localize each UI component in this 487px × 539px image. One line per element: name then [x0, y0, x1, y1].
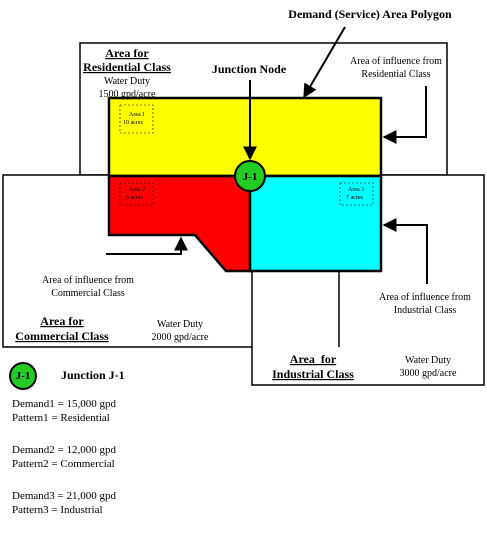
industrial-heading-2: Industrial Class — [272, 367, 354, 381]
demand1-text: Demand1 = 15,000 gpd — [12, 398, 116, 410]
area-2-size: 6 acres — [126, 195, 143, 201]
residential-influence-1: Area of influence from — [350, 56, 442, 67]
pattern1-text: Pattern1 = Residential — [12, 412, 110, 424]
legend-junction-icon: J-1 — [9, 362, 37, 390]
residential-influence-arrow — [382, 86, 427, 144]
pattern3-text: Pattern3 = Industrial — [12, 504, 103, 516]
residential-duty-1: Water Duty — [104, 76, 150, 87]
residential-heading-2: Residential Class — [83, 60, 171, 74]
area-3-name: Area 3 — [348, 187, 364, 193]
commercial-heading-1: Area for — [40, 314, 84, 328]
commercial-heading-2: Commercial Class — [15, 329, 109, 343]
pattern2-text: Pattern2 = Commercial — [12, 458, 115, 470]
industrial-influence-2: Industrial Class — [394, 305, 457, 316]
area-2-name: Area 2 — [129, 187, 145, 193]
commercial-duty-2: 2000 gpd/acre — [152, 332, 209, 343]
area-3-label-box — [339, 182, 374, 206]
area-1-name: Area 1 — [129, 112, 145, 118]
junction-node-label: Junction Node — [212, 62, 287, 76]
junction-node-id: J-1 — [243, 171, 258, 183]
industrial-influence-arrow — [382, 218, 428, 284]
title-arrow — [303, 26, 346, 99]
area-3-size: 7 acres — [346, 195, 363, 201]
demand2-text: Demand2 = 12,000 gpd — [12, 444, 116, 456]
demand3-text: Demand3 = 21,000 gpd — [12, 490, 116, 502]
industrial-influence-1: Area of influence from — [379, 292, 471, 303]
residential-duty-2: 1500 gpd/acre — [99, 89, 156, 100]
industrial-area-polygon — [248, 174, 383, 273]
residential-influence-2: Residential Class — [361, 69, 430, 80]
junction-node-circle — [234, 160, 266, 192]
residential-heading-1: Area for — [105, 46, 149, 60]
industrial-duty-1: Water Duty — [405, 355, 451, 366]
commercial-influence-2: Commercial Class — [51, 288, 125, 299]
legend-title: Junction J-1 — [61, 368, 125, 382]
diagram-title: Demand (Service) Area Polygon — [288, 7, 452, 21]
commercial-duty-1: Water Duty — [157, 319, 203, 330]
area-1-size: 10 acres — [123, 120, 143, 126]
area-1-label-box — [119, 104, 154, 134]
area-2-label-box — [119, 182, 154, 206]
commercial-influence-1: Area of influence from — [42, 275, 134, 286]
industrial-heading-1: Area for — [290, 352, 337, 366]
industrial-duty-2: 3000 gpd/acre — [400, 368, 457, 379]
commercial-influence-arrow — [106, 236, 188, 255]
